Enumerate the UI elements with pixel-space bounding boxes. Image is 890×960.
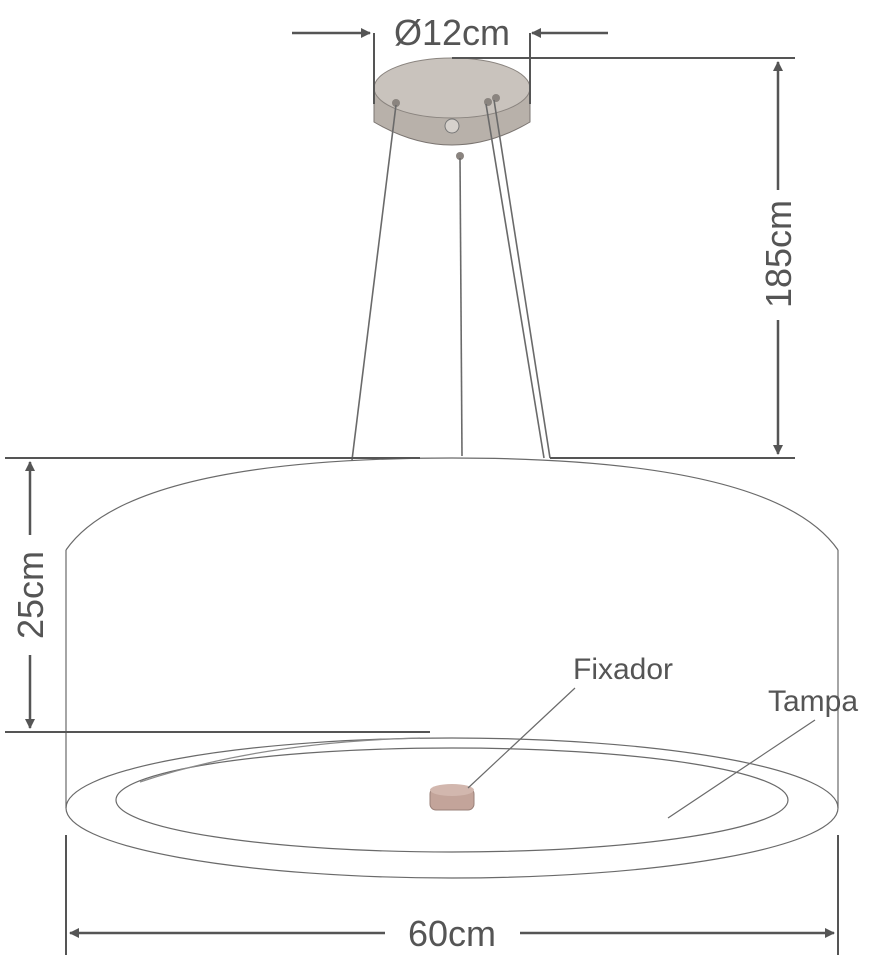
cable-length-label: 185cm — [758, 200, 799, 308]
dimension-shade-height — [5, 457, 430, 733]
shade-width-label: 60cm — [408, 913, 496, 954]
ceiling-canopy — [373, 57, 531, 160]
callout-leaders — [467, 687, 816, 819]
dimension-cable-length — [550, 61, 795, 459]
drum-shade — [65, 457, 839, 879]
shade-height-label: 25cm — [10, 551, 51, 639]
tampa-label: Tampa — [768, 685, 858, 718]
fixador-part — [429, 784, 475, 811]
canopy-diameter-label: Ø12cm — [394, 12, 510, 53]
fixador-label: Fixador — [573, 653, 673, 686]
dimension-canopy-diameter — [292, 28, 795, 104]
suspension-cables — [351, 99, 551, 461]
dimension-shade-width — [65, 835, 839, 955]
